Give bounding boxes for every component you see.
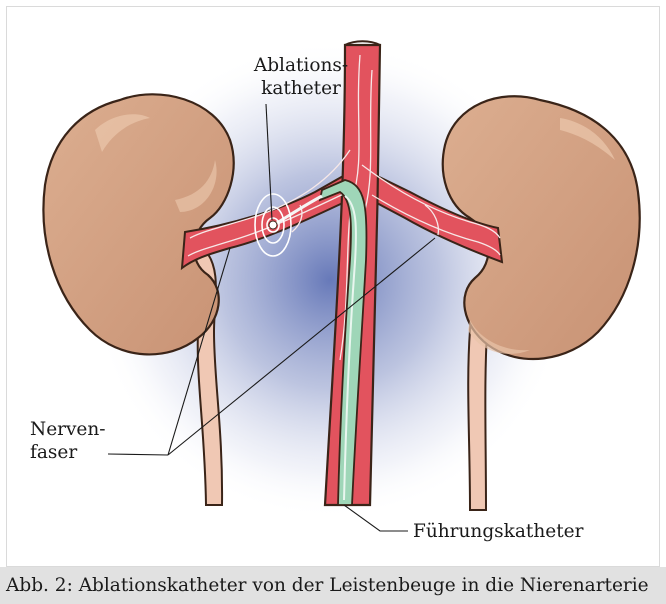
label-ablation-line1: Ablations- [238,54,364,77]
label-nerve-fibre: Nerven- faser [30,418,106,464]
figure-caption: Abb. 2: Ablationskatheter von der Leiste… [6,573,649,598]
label-guide-catheter: Führungskatheter [413,520,583,543]
label-ablation-line2: katheter [238,77,364,100]
label-ablation-catheter: Ablations- katheter [238,54,364,100]
label-nerve-line1: Nerven- [30,418,106,441]
caption-bar: Abb. 2: Ablationskatheter von der Leiste… [0,567,666,604]
ablation-tip [269,221,277,229]
label-nerve-line2: faser [30,441,106,464]
